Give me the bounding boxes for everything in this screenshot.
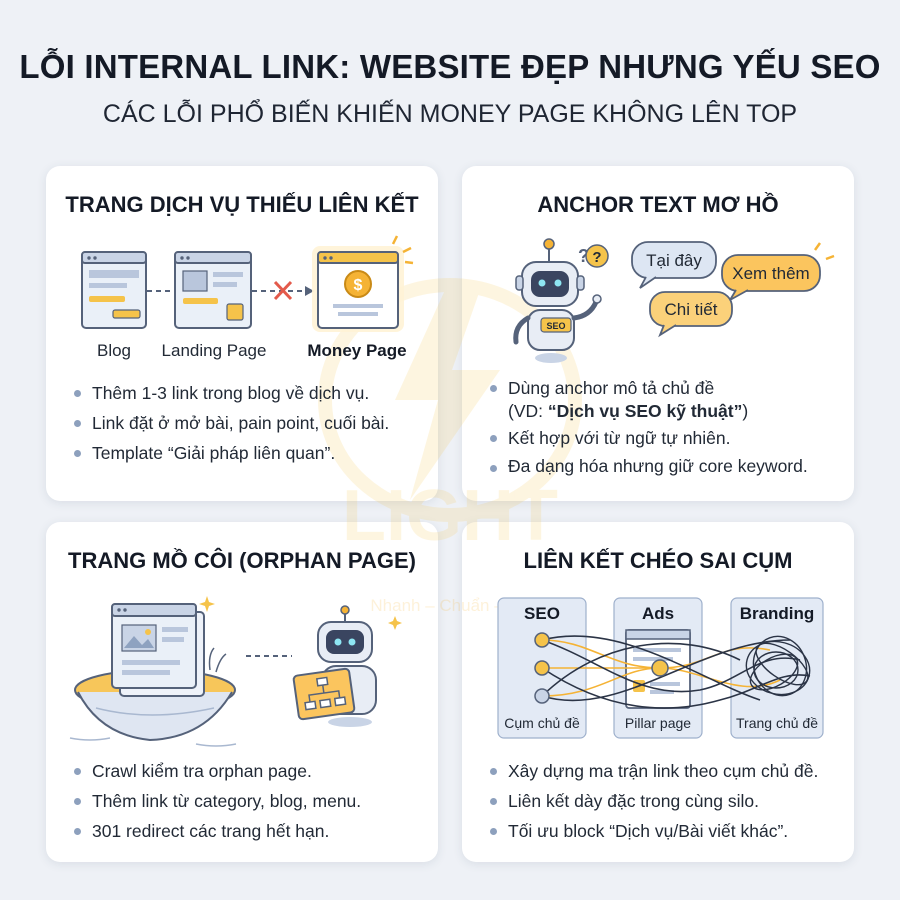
label-blog: Blog (97, 341, 131, 360)
card3-bullets: Crawl kiểm tra orphan page. Thêm link từ… (72, 756, 361, 846)
list-item: Template “Giải pháp liên quan”. (72, 438, 389, 468)
bubble-tai-day: Tại đây (631, 241, 717, 289)
landing-window-icon (174, 251, 252, 329)
svg-text:$: $ (354, 277, 363, 294)
blog-window-icon (81, 251, 147, 329)
card4-bullets: Xây dựng ma trận link theo cụm chủ đề. L… (488, 756, 818, 846)
tangle-scribble (745, 635, 811, 697)
label-landing: Landing Page (162, 341, 267, 360)
label-money: Money Page (307, 341, 406, 360)
question-icon: ? (578, 246, 589, 266)
svg-text:Chi tiết: Chi tiết (665, 300, 718, 319)
card2-illustration: SEO ? ? Tại đây Xem thêm Chi tiết (513, 238, 835, 363)
card1-illustration: $ Blog Landing Page Money Page (81, 235, 414, 360)
svg-text:Trang chủ đề: Trang chủ đề (736, 715, 818, 731)
svg-text:Xem thêm: Xem thêm (732, 264, 809, 283)
robot-badge: SEO (546, 321, 565, 331)
list-item: 301 redirect các trang hết hạn. (72, 816, 361, 846)
svg-text:Tại đây: Tại đây (646, 251, 702, 270)
pillar-node (651, 659, 669, 677)
list-item: Thêm link từ category, blog, menu. (72, 786, 361, 816)
card-title: ANCHOR TEXT MƠ HỒ (537, 192, 779, 217)
card-title: LIÊN KẾT CHÉO SAI CỤM (523, 548, 793, 573)
svg-text:SEO: SEO (524, 604, 560, 623)
card2-bullets: Dùng anchor mô tả chủ đề (VD: “Dịch vụ S… (488, 377, 808, 479)
list-item: Crawl kiểm tra orphan page. (72, 756, 361, 786)
bubble-xem-them: Xem thêm (721, 242, 835, 303)
broken-link-x-icon (273, 280, 293, 301)
watermark: LIGHT Nhanh – Chuẩn – Đẹp (318, 278, 582, 615)
money-window-icon: $ (312, 235, 414, 332)
seo-node (534, 660, 550, 676)
question-icon: ? (592, 249, 601, 266)
list-item: Thêm 1-3 link trong blog về dịch vụ. (72, 378, 389, 408)
robot-icon: SEO ? ? (513, 238, 609, 363)
list-item: Liên kết dày đặc trong cùng silo. (488, 786, 818, 816)
card4-illustration: SEO Ads Branding (497, 597, 824, 739)
list-item: Kết hợp với từ ngữ tự nhiên. (488, 423, 808, 453)
orphan-page-window-icon (111, 596, 215, 697)
list-item: Xây dựng ma trận link theo cụm chủ đề. (488, 756, 818, 786)
seo-node (534, 632, 550, 648)
robot-with-sitemap-icon (292, 605, 402, 727)
list-item: Dùng anchor mô tả chủ đề (488, 377, 808, 400)
svg-text:Branding: Branding (740, 604, 815, 623)
watermark-word: LIGHT (342, 476, 558, 556)
page-subtitle: CÁC LỖI PHỔ BIẾN KHIẾN MONEY PAGE KHÔNG … (102, 100, 798, 128)
seo-node (534, 688, 550, 704)
list-item: Tối ưu block “Dịch vụ/Bài viết khác”. (488, 816, 818, 846)
svg-text:Ads: Ads (642, 604, 674, 623)
list-item: Link đặt ở mở bài, pain point, cuối bài. (72, 408, 389, 438)
card-missing-links: TRANG DỊCH VỤ THIẾU LIÊN KẾT (46, 166, 438, 501)
card1-bullets: Thêm 1-3 link trong blog về dịch vụ. Lin… (72, 378, 389, 468)
card3-illustration (69, 596, 402, 747)
list-item: (VD: “Dịch vụ SEO kỹ thuật”) (508, 401, 749, 421)
bubble-chi-tiet: Chi tiết (649, 291, 733, 338)
page-title: LỖI INTERNAL LINK: WEBSITE ĐẸP NHƯNG YẾU… (19, 48, 881, 85)
column-branding (730, 597, 824, 739)
list-item: Đa dạng hóa nhưng giữ core keyword. (488, 453, 808, 479)
watermark-tagline: Nhanh – Chuẩn – Đẹp (370, 596, 539, 615)
card-title: TRANG DỊCH VỤ THIẾU LIÊN KẾT (65, 192, 419, 217)
svg-text:Cụm chủ đề: Cụm chủ đề (504, 715, 580, 731)
svg-text:Pillar page: Pillar page (625, 715, 691, 731)
card-title: TRANG MỒ CÔI (ORPHAN PAGE) (68, 548, 416, 573)
